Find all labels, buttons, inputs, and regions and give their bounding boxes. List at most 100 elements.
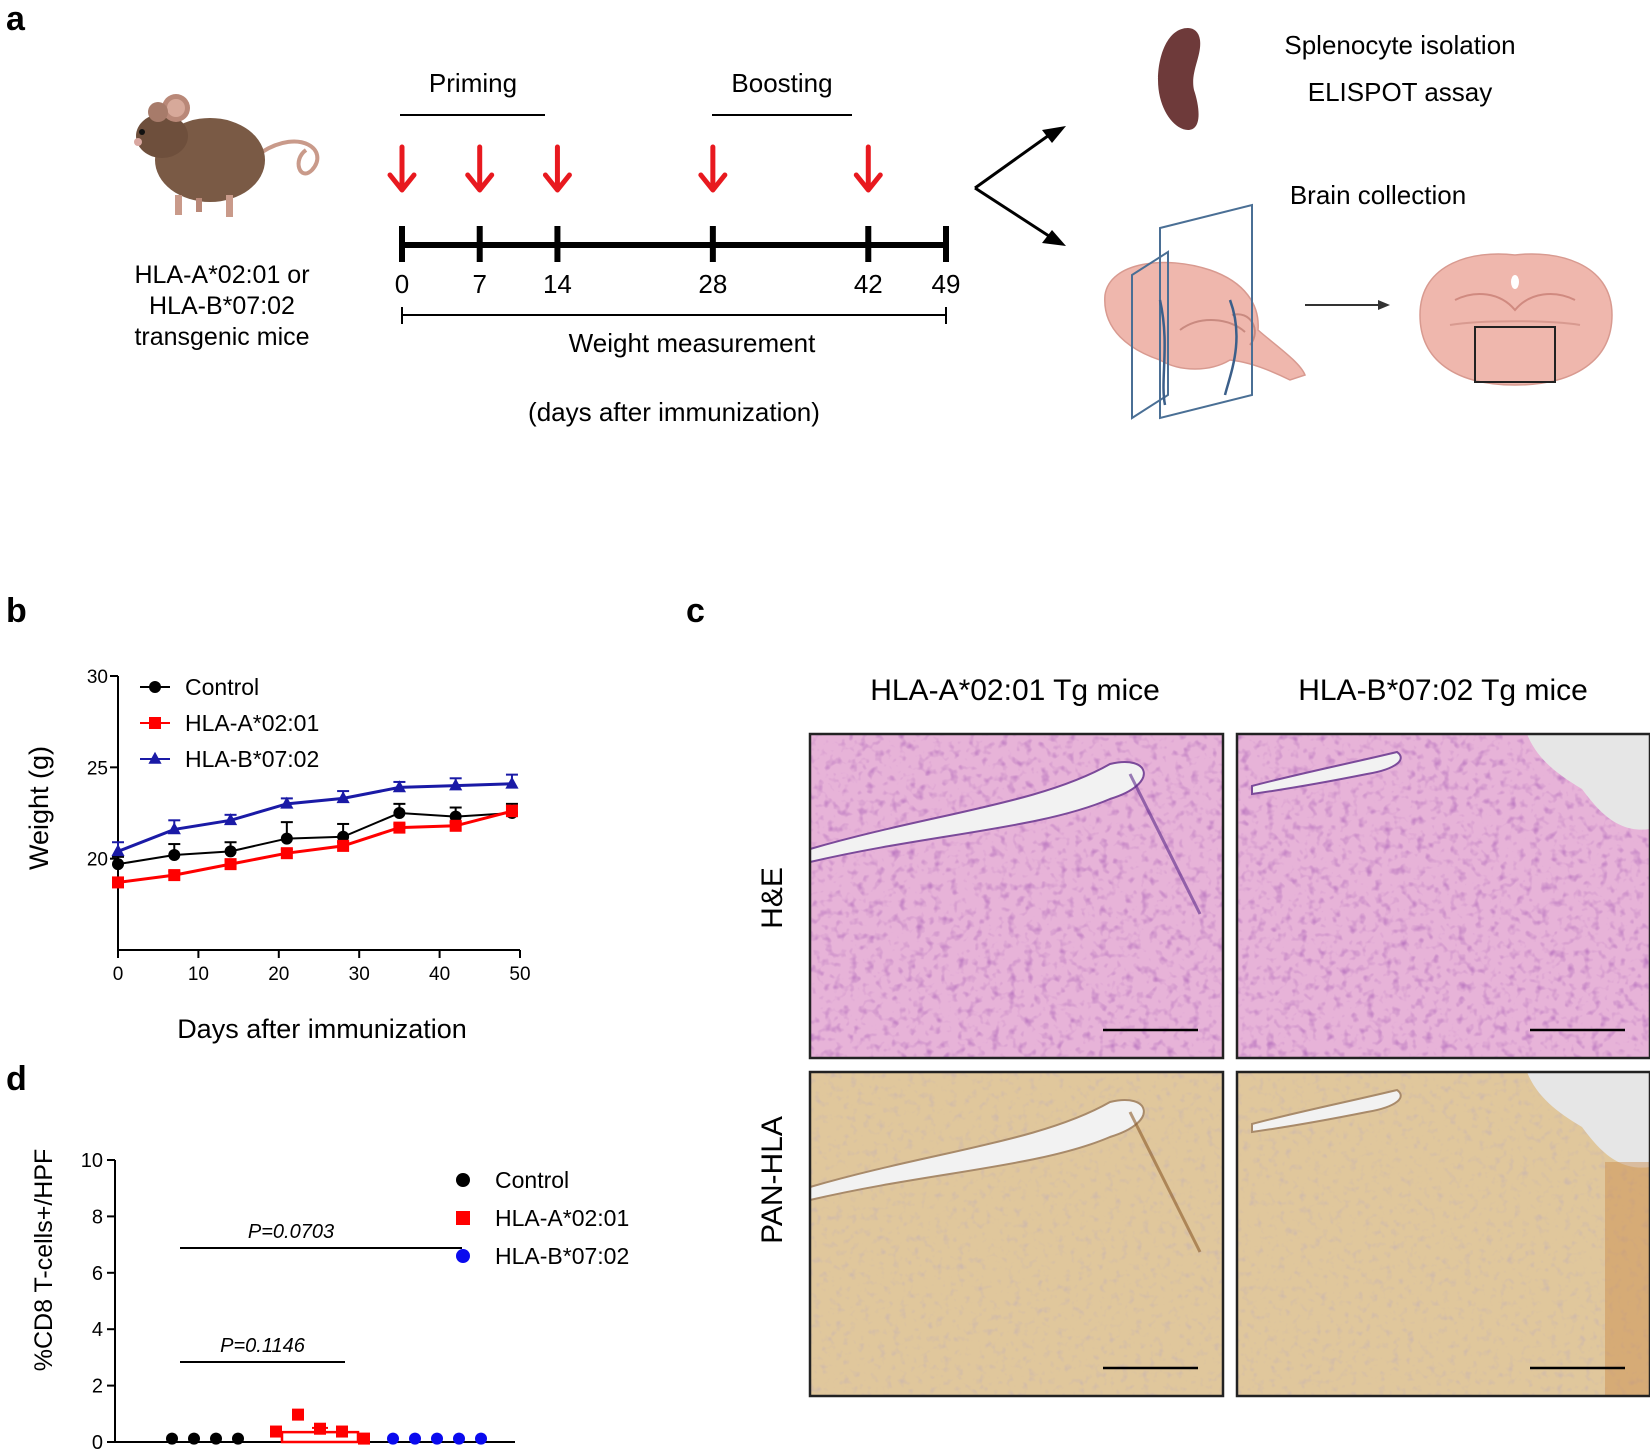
cd8-data-point <box>409 1432 421 1445</box>
weight-chart-x-tick-label: 40 <box>429 964 450 985</box>
weight-data-point <box>393 807 406 819</box>
ventricle-lumen <box>809 761 1145 864</box>
histology-frame <box>1235 732 1650 1060</box>
weight-chart-ylabel: Weight (g) <box>24 746 54 870</box>
weight-data-point <box>449 778 463 791</box>
weight-data-point <box>224 858 237 871</box>
cd8-chart-points <box>166 1408 487 1445</box>
cd8-data-point <box>431 1432 443 1445</box>
weight-chart-x-tick-label: 10 <box>188 964 209 985</box>
weight-data-point <box>280 832 293 845</box>
weight-data-point <box>449 810 462 823</box>
injection-arrows <box>387 144 883 193</box>
weight-chart-series <box>111 773 519 889</box>
cd8-chart-y-tick-label: 2 <box>92 1376 103 1398</box>
weight-legend-marker <box>148 751 162 764</box>
weight-legend-label: Control <box>185 674 259 700</box>
timeline-tick-label: 7 <box>472 269 486 299</box>
weight-chart-x-tick-label: 20 <box>268 964 289 985</box>
priming-label: Priming <box>429 68 517 98</box>
panel-label-b: b <box>6 592 27 630</box>
weight-chart-y-tick-label: 20 <box>87 850 108 871</box>
cd8-data-point <box>336 1425 348 1438</box>
timeline-tick-label: 49 <box>932 269 961 299</box>
timeline-tick-label: 14 <box>543 269 572 299</box>
tissue-border <box>1128 1111 1202 1253</box>
mouse-icon <box>134 94 320 217</box>
cd8-legend-label: HLA-A*02:01 <box>495 1205 629 1231</box>
brain-collection-label: Brain collection <box>1290 180 1466 210</box>
weight-data-point <box>337 830 350 843</box>
weight-series-line <box>117 809 513 884</box>
tissue-tear <box>1527 734 1650 830</box>
weight-data-point <box>505 805 518 818</box>
weight-chart-x-tick-label: 30 <box>349 964 370 985</box>
mouse-label-line-2: HLA-B*07:02 <box>149 292 295 320</box>
weight-series-line <box>117 811 513 866</box>
cd8-chart-y-tick-label: 10 <box>81 1150 103 1172</box>
weight-data-point <box>336 791 350 804</box>
weight-data-point <box>224 845 237 858</box>
ventricle-lumen <box>809 1099 1145 1202</box>
cd8-legend-label: HLA-B*07:02 <box>495 1243 629 1269</box>
days-after-immunization-note: (days after immunization) <box>528 397 820 427</box>
cd8-data-point <box>358 1432 370 1445</box>
weight-data-point <box>337 839 350 852</box>
splenocyte-label: Splenocyte isolation <box>1284 30 1515 60</box>
weight-chart-y-tick-label: 30 <box>87 667 108 688</box>
histology-grid <box>808 732 1650 1398</box>
weight-data-point <box>223 813 238 826</box>
injection-arrow <box>542 144 572 193</box>
weight-data-point <box>112 858 124 871</box>
cd8-data-point <box>475 1432 487 1445</box>
cd8-data-point <box>188 1432 200 1445</box>
cd8-chart-y-tick-label: 0 <box>92 1432 103 1450</box>
elispot-label: ELISPOT assay <box>1308 77 1493 107</box>
weight-chart-y-tick-label: 25 <box>87 758 108 779</box>
panel-label-c: c <box>686 592 705 630</box>
weight-data-point <box>449 819 462 832</box>
cd8-legend-label: Control <box>495 1167 569 1193</box>
weight-chart-xlabel: Days after immunization <box>177 1014 467 1044</box>
weight-data-point <box>111 844 125 857</box>
weight-data-point <box>112 876 124 889</box>
ventricle-lumen <box>1251 750 1402 796</box>
weight-series-line <box>117 782 513 853</box>
row-label-pan-hla: PAN-HLA <box>756 1116 789 1244</box>
mouse-label-line-3: transgenic mice <box>134 323 309 351</box>
timeline-tick-label: 0 <box>395 269 409 299</box>
histology-frame <box>808 1070 1225 1398</box>
panel-label-a: a <box>6 0 26 38</box>
cd8-data-point <box>387 1432 399 1445</box>
cd8-data-point <box>292 1408 304 1421</box>
boosting-label: Boosting <box>731 68 832 98</box>
injection-arrow <box>853 144 883 193</box>
cd8-chart-y-tick-label: 4 <box>92 1319 103 1341</box>
weight-data-point <box>168 849 181 862</box>
injection-arrow <box>387 144 417 193</box>
weight-data-point <box>392 780 406 793</box>
sagittal-brain-icon <box>1104 203 1306 420</box>
histology-texture <box>810 1072 1223 1396</box>
cd8-chart-ylabel: %CD8 T-cells+/HPF <box>30 1149 58 1372</box>
row-label-he: H&E <box>756 867 789 929</box>
ventricle-lumen <box>1251 1088 1402 1134</box>
spleen-icon <box>1158 28 1201 130</box>
weight-legend-marker <box>149 717 161 729</box>
weight-data-point <box>280 796 294 809</box>
injection-arrow <box>465 144 495 193</box>
pvalue-label: P=0.0703 <box>248 1221 334 1243</box>
mouse-label-line-1: HLA-A*02:01 or <box>134 261 309 289</box>
weight-legend-marker <box>149 681 161 693</box>
cd8-legend-marker <box>456 1211 470 1225</box>
cd8-data-point <box>166 1432 178 1445</box>
pvalue-label: P=0.1146 <box>220 1335 306 1357</box>
weight-data-point <box>168 869 181 882</box>
cd8-data-point <box>270 1425 282 1438</box>
